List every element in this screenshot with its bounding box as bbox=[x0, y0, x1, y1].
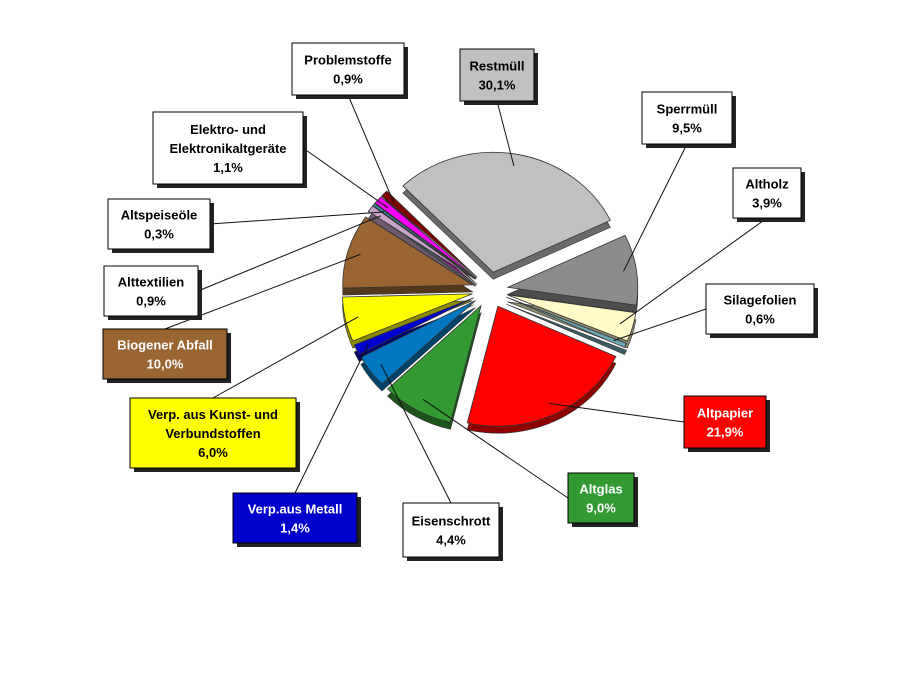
pie-slice-13 bbox=[381, 190, 478, 278]
slice-value-label: 6,0% bbox=[198, 445, 228, 460]
pie-slice-4 bbox=[466, 305, 617, 427]
leader-line-8 bbox=[212, 316, 359, 399]
leader-line-13 bbox=[347, 94, 394, 203]
leader-line-2 bbox=[619, 217, 768, 325]
slice-labels: Restmüll 30,1% Sperrmüll 9,5% Altholz 3,9% Sil… bbox=[102, 42, 818, 561]
slice-category-label: Verp.aus Metall bbox=[248, 502, 343, 517]
slice-value-label: 30,1% bbox=[479, 78, 516, 93]
slice-label-9: Biogener Abfall 10,0% bbox=[102, 328, 231, 383]
slice-category-label: Altspeiseöle bbox=[121, 208, 198, 223]
pie-slice-3 bbox=[506, 296, 628, 349]
leader-line-10 bbox=[197, 215, 382, 292]
leader-line-7 bbox=[294, 344, 369, 494]
slice-value-label: 0,9% bbox=[333, 72, 363, 87]
leader-line-6 bbox=[380, 363, 452, 504]
slice-label-10: Alttextilien 0,9% bbox=[103, 265, 202, 320]
slice-value-label: 9,0% bbox=[586, 501, 616, 516]
slice-category-label: Biogener Abfall bbox=[117, 338, 213, 353]
slice-label-0: Restmüll 30,1% bbox=[459, 48, 538, 105]
slice-category-label: Silagefolien bbox=[724, 293, 797, 308]
slice-value-label: 0,3% bbox=[144, 227, 174, 242]
slice-value-label: 0,6% bbox=[745, 312, 775, 327]
leader-line-4 bbox=[548, 402, 685, 423]
leader-line-0 bbox=[496, 100, 515, 167]
slice-value-label: 9,5% bbox=[672, 121, 702, 136]
leader-lines bbox=[164, 94, 768, 504]
slice-category-label: Altpapier bbox=[697, 406, 753, 421]
slice-value-label: 1,4% bbox=[280, 521, 310, 536]
slice-value-label: 3,9% bbox=[752, 196, 782, 211]
slice-label-4: Altpapier 21,9% bbox=[683, 395, 770, 452]
slice-side-3 bbox=[506, 303, 627, 355]
slice-value-label: 4,4% bbox=[436, 533, 466, 548]
slice-category-label: Altholz bbox=[745, 177, 789, 192]
pie-slice-11 bbox=[372, 203, 477, 280]
slice-category-label: Problemstoffe bbox=[304, 53, 391, 68]
slice-label-11: Altspeiseöle 0,3% bbox=[107, 198, 214, 253]
slice-category-label: Sperrmüll bbox=[657, 102, 718, 117]
pie-slice-7 bbox=[353, 297, 474, 355]
pie-slice-0 bbox=[402, 151, 611, 273]
leader-line-12 bbox=[302, 147, 389, 209]
slice-category-label: Verp. aus Kunst- und bbox=[148, 407, 278, 422]
leader-line-5 bbox=[422, 398, 569, 499]
slice-value-label: 1,1% bbox=[213, 160, 243, 175]
slice-category-label: Altglas bbox=[579, 482, 622, 497]
slice-value-label: 10,0% bbox=[147, 357, 184, 372]
slice-label-13: Problemstoffe 0,9% bbox=[291, 42, 408, 99]
pie-slice-8 bbox=[342, 293, 473, 342]
leader-line-1 bbox=[623, 143, 688, 272]
slice-value-label: 0,9% bbox=[136, 294, 166, 309]
slice-category-label: Eisenschrott bbox=[412, 514, 491, 529]
slice-label-3: Silagefolien 0,6% bbox=[705, 283, 818, 338]
pie-slice-9 bbox=[342, 216, 475, 289]
leader-line-11 bbox=[209, 211, 385, 225]
slice-label-5: Altglas 9,0% bbox=[567, 472, 638, 527]
pie-slice-5 bbox=[386, 304, 482, 423]
slice-category-label: Restmüll bbox=[470, 59, 525, 74]
pie-slice-12 bbox=[374, 196, 477, 279]
slice-value-label: 21,9% bbox=[707, 425, 744, 440]
pie-slice-6 bbox=[360, 300, 476, 385]
slice-category-label: Verbundstoffen bbox=[165, 426, 260, 441]
pie-slices bbox=[342, 151, 639, 434]
pie-slice-1 bbox=[506, 234, 639, 306]
slice-category-label: Elektronikaltgeräte bbox=[169, 141, 286, 156]
slice-category-label: Elektro- und bbox=[190, 122, 266, 137]
leader-line-3 bbox=[613, 308, 707, 342]
slice-label-2: Altholz 3,9% bbox=[732, 167, 805, 222]
pie-slice-10 bbox=[367, 205, 476, 280]
slice-label-1: Sperrmüll 9,5% bbox=[641, 91, 736, 148]
slice-label-6: Eisenschrott 4,4% bbox=[402, 502, 503, 561]
slice-category-label: Alttextilien bbox=[118, 275, 185, 290]
slice-label-7: Verp.aus Metall 1,4% bbox=[232, 492, 361, 547]
